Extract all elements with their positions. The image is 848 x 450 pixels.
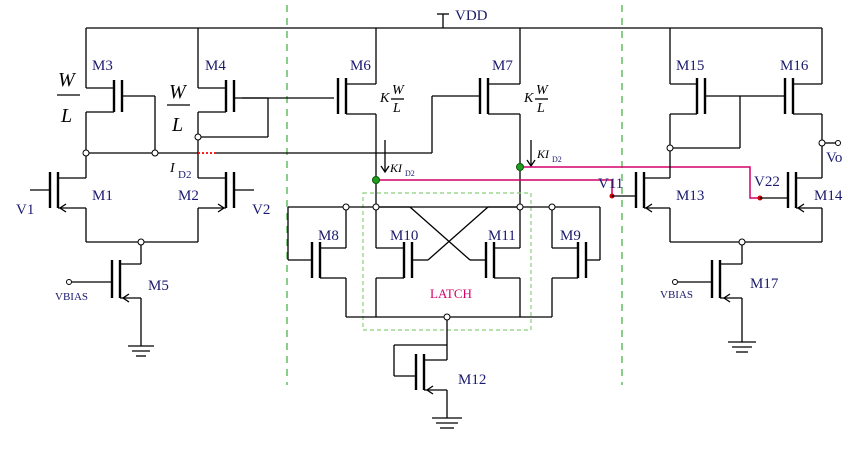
v11-label: V11 bbox=[598, 176, 623, 192]
transistor-m3 bbox=[85, 28, 156, 178]
l-label: L bbox=[60, 105, 72, 127]
latch-box bbox=[362, 192, 532, 331]
m2-label: M2 bbox=[178, 188, 199, 204]
m11-label: M11 bbox=[488, 228, 516, 244]
ground-left bbox=[128, 345, 154, 357]
transistor-m12 bbox=[393, 344, 448, 418]
kl-label-m7: L bbox=[536, 101, 545, 116]
v1-label: V1 bbox=[16, 202, 34, 218]
m16-label: M16 bbox=[780, 58, 809, 74]
m10-label: M10 bbox=[390, 228, 418, 244]
m1-label: M1 bbox=[92, 188, 113, 204]
kw-label-m6: W bbox=[392, 83, 405, 98]
m8-label: M8 bbox=[318, 228, 339, 244]
transistor-m14 bbox=[760, 172, 823, 242]
transistor-m6 bbox=[336, 28, 377, 205]
m14-label: M14 bbox=[814, 188, 843, 204]
w-label: W bbox=[58, 69, 77, 91]
wire-v11 bbox=[376, 179, 613, 196]
transistor-m17 bbox=[678, 260, 743, 342]
transistor-m2 bbox=[197, 172, 254, 242]
id2-sub: D2 bbox=[178, 169, 191, 181]
latch-label: LATCH bbox=[430, 286, 472, 301]
vdd-label: VDD bbox=[455, 8, 488, 24]
vbias-right-label: VBIAS bbox=[660, 289, 693, 301]
m12-label: M12 bbox=[458, 372, 486, 388]
transistor-m13 bbox=[612, 172, 671, 242]
kid2-left-label: KI bbox=[389, 161, 403, 175]
m4-label: M4 bbox=[205, 58, 226, 74]
w-label-2: W bbox=[169, 81, 188, 103]
m13-label: M13 bbox=[676, 188, 704, 204]
m7-label: M7 bbox=[492, 58, 513, 74]
transistor-m15 bbox=[669, 28, 707, 178]
transistor-m4 bbox=[197, 28, 269, 178]
ground-right bbox=[728, 341, 756, 353]
kw-label-m7: W bbox=[536, 83, 549, 98]
transistor-m9 bbox=[551, 207, 601, 317]
transistor-m8 bbox=[287, 207, 347, 317]
vbias-left-label: VBIAS bbox=[55, 291, 88, 303]
m17-label: M17 bbox=[750, 276, 779, 292]
m3-label: M3 bbox=[92, 58, 113, 74]
kl-label-m6: L bbox=[392, 101, 401, 116]
wire-v22 bbox=[520, 166, 760, 199]
m15-label: M15 bbox=[676, 58, 704, 74]
transistor-m16 bbox=[783, 28, 823, 178]
transistor-m7 bbox=[478, 28, 521, 205]
kid2-right-label: KI bbox=[536, 147, 550, 161]
v22-label: V22 bbox=[754, 174, 780, 190]
kid2-right-sub: D2 bbox=[552, 155, 562, 164]
kid2-left-sub: D2 bbox=[405, 169, 415, 178]
transistor-m11 bbox=[470, 207, 521, 317]
m9-label: M9 bbox=[560, 228, 581, 244]
transistor-m1 bbox=[30, 172, 87, 242]
vdd-rail bbox=[86, 13, 822, 29]
m5-label: M5 bbox=[148, 278, 169, 294]
l-label-2: L bbox=[171, 114, 183, 136]
k-label-m6: K bbox=[379, 91, 390, 106]
k-label-m7: K bbox=[523, 91, 534, 106]
ground-middle bbox=[432, 417, 462, 429]
vo-label: Vo bbox=[826, 150, 842, 166]
v2-label: V2 bbox=[252, 202, 270, 218]
transistor-m5 bbox=[72, 260, 142, 346]
id2-label: I bbox=[169, 161, 176, 176]
m6-label: M6 bbox=[350, 58, 371, 74]
transistor-m10 bbox=[375, 207, 428, 317]
